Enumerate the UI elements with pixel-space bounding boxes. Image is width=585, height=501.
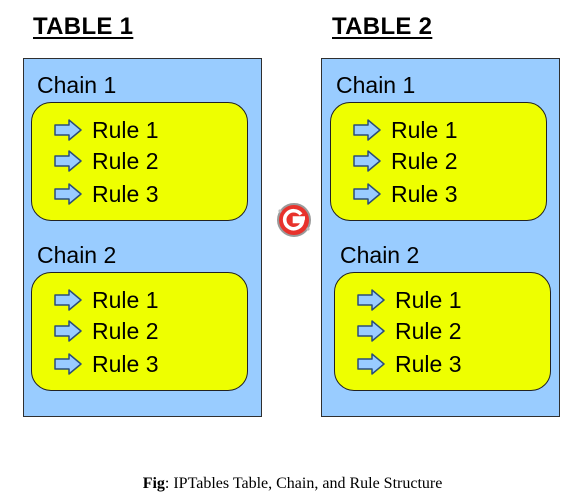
caption-prefix: Fig: [142, 475, 165, 492]
rule-label: Rule 1: [92, 116, 159, 143]
rule-label: Rule 2: [92, 317, 159, 344]
right-arrow-icon: [353, 119, 381, 141]
right-arrow-icon: [353, 150, 381, 172]
table-2-title: TABLE 2: [332, 13, 433, 40]
table-2: Chain 1 Rule 1 Rule 2 Rule 3 Chain 2 Rul…: [321, 58, 560, 417]
rule-label: Rule 1: [395, 286, 462, 313]
rule-label: Rule 2: [395, 317, 462, 344]
right-arrow-icon: [357, 289, 385, 311]
rule-item: Rule 2: [357, 317, 461, 345]
table-1-title: TABLE 1: [33, 13, 134, 40]
right-arrow-icon: [54, 150, 82, 172]
right-arrow-icon: [54, 183, 82, 205]
right-arrow-icon: [54, 289, 82, 311]
rule-label: Rule 3: [92, 350, 159, 377]
table-2-chain-1-title: Chain 1: [336, 72, 416, 98]
rule-item: Rule 3: [54, 350, 158, 378]
right-arrow-icon: [54, 119, 82, 141]
right-arrow-icon: [54, 320, 82, 342]
rule-item: Rule 1: [357, 286, 461, 314]
rule-label: Rule 3: [395, 350, 462, 377]
table-1-chain-1: Rule 1 Rule 2 Rule 3: [31, 102, 248, 221]
rule-item: Rule 2: [54, 317, 158, 345]
right-arrow-icon: [353, 183, 381, 205]
table-1-chain-1-title: Chain 1: [37, 72, 117, 98]
right-arrow-icon: [357, 353, 385, 375]
table-2-chain-2: Rule 1 Rule 2 Rule 3: [334, 272, 551, 391]
rule-item: Rule 3: [54, 180, 158, 208]
right-arrow-icon: [54, 353, 82, 375]
figure-caption: Fig: IPTables Table, Chain, and Rule Str…: [0, 475, 585, 493]
rule-item: Rule 1: [353, 116, 457, 144]
rule-label: Rule 3: [391, 180, 458, 207]
table-2-chain-2-title: Chain 2: [340, 242, 420, 268]
rule-label: Rule 2: [92, 147, 159, 174]
rule-item: Rule 2: [54, 147, 158, 175]
table-1-chain-2: Rule 1 Rule 2 Rule 3: [31, 272, 248, 391]
rule-item: Rule 3: [357, 350, 461, 378]
rule-item: Rule 3: [353, 180, 457, 208]
rule-label: Rule 1: [92, 286, 159, 313]
right-arrow-icon: [357, 320, 385, 342]
table-2-chain-1: Rule 1 Rule 2 Rule 3: [330, 102, 547, 221]
rule-label: Rule 1: [391, 116, 458, 143]
table-1: Chain 1 Rule 1 Rule 2 Rule 3 Chain 2 Rul…: [23, 58, 262, 417]
rule-item: Rule 1: [54, 116, 158, 144]
table-1-chain-2-title: Chain 2: [37, 242, 117, 268]
rule-label: Rule 3: [92, 180, 159, 207]
g-logo-icon: [277, 203, 311, 237]
rule-item: Rule 1: [54, 286, 158, 314]
rule-label: Rule 2: [391, 147, 458, 174]
caption-text: : IPTables Table, Chain, and Rule Struct…: [164, 475, 443, 492]
rule-item: Rule 2: [353, 147, 457, 175]
